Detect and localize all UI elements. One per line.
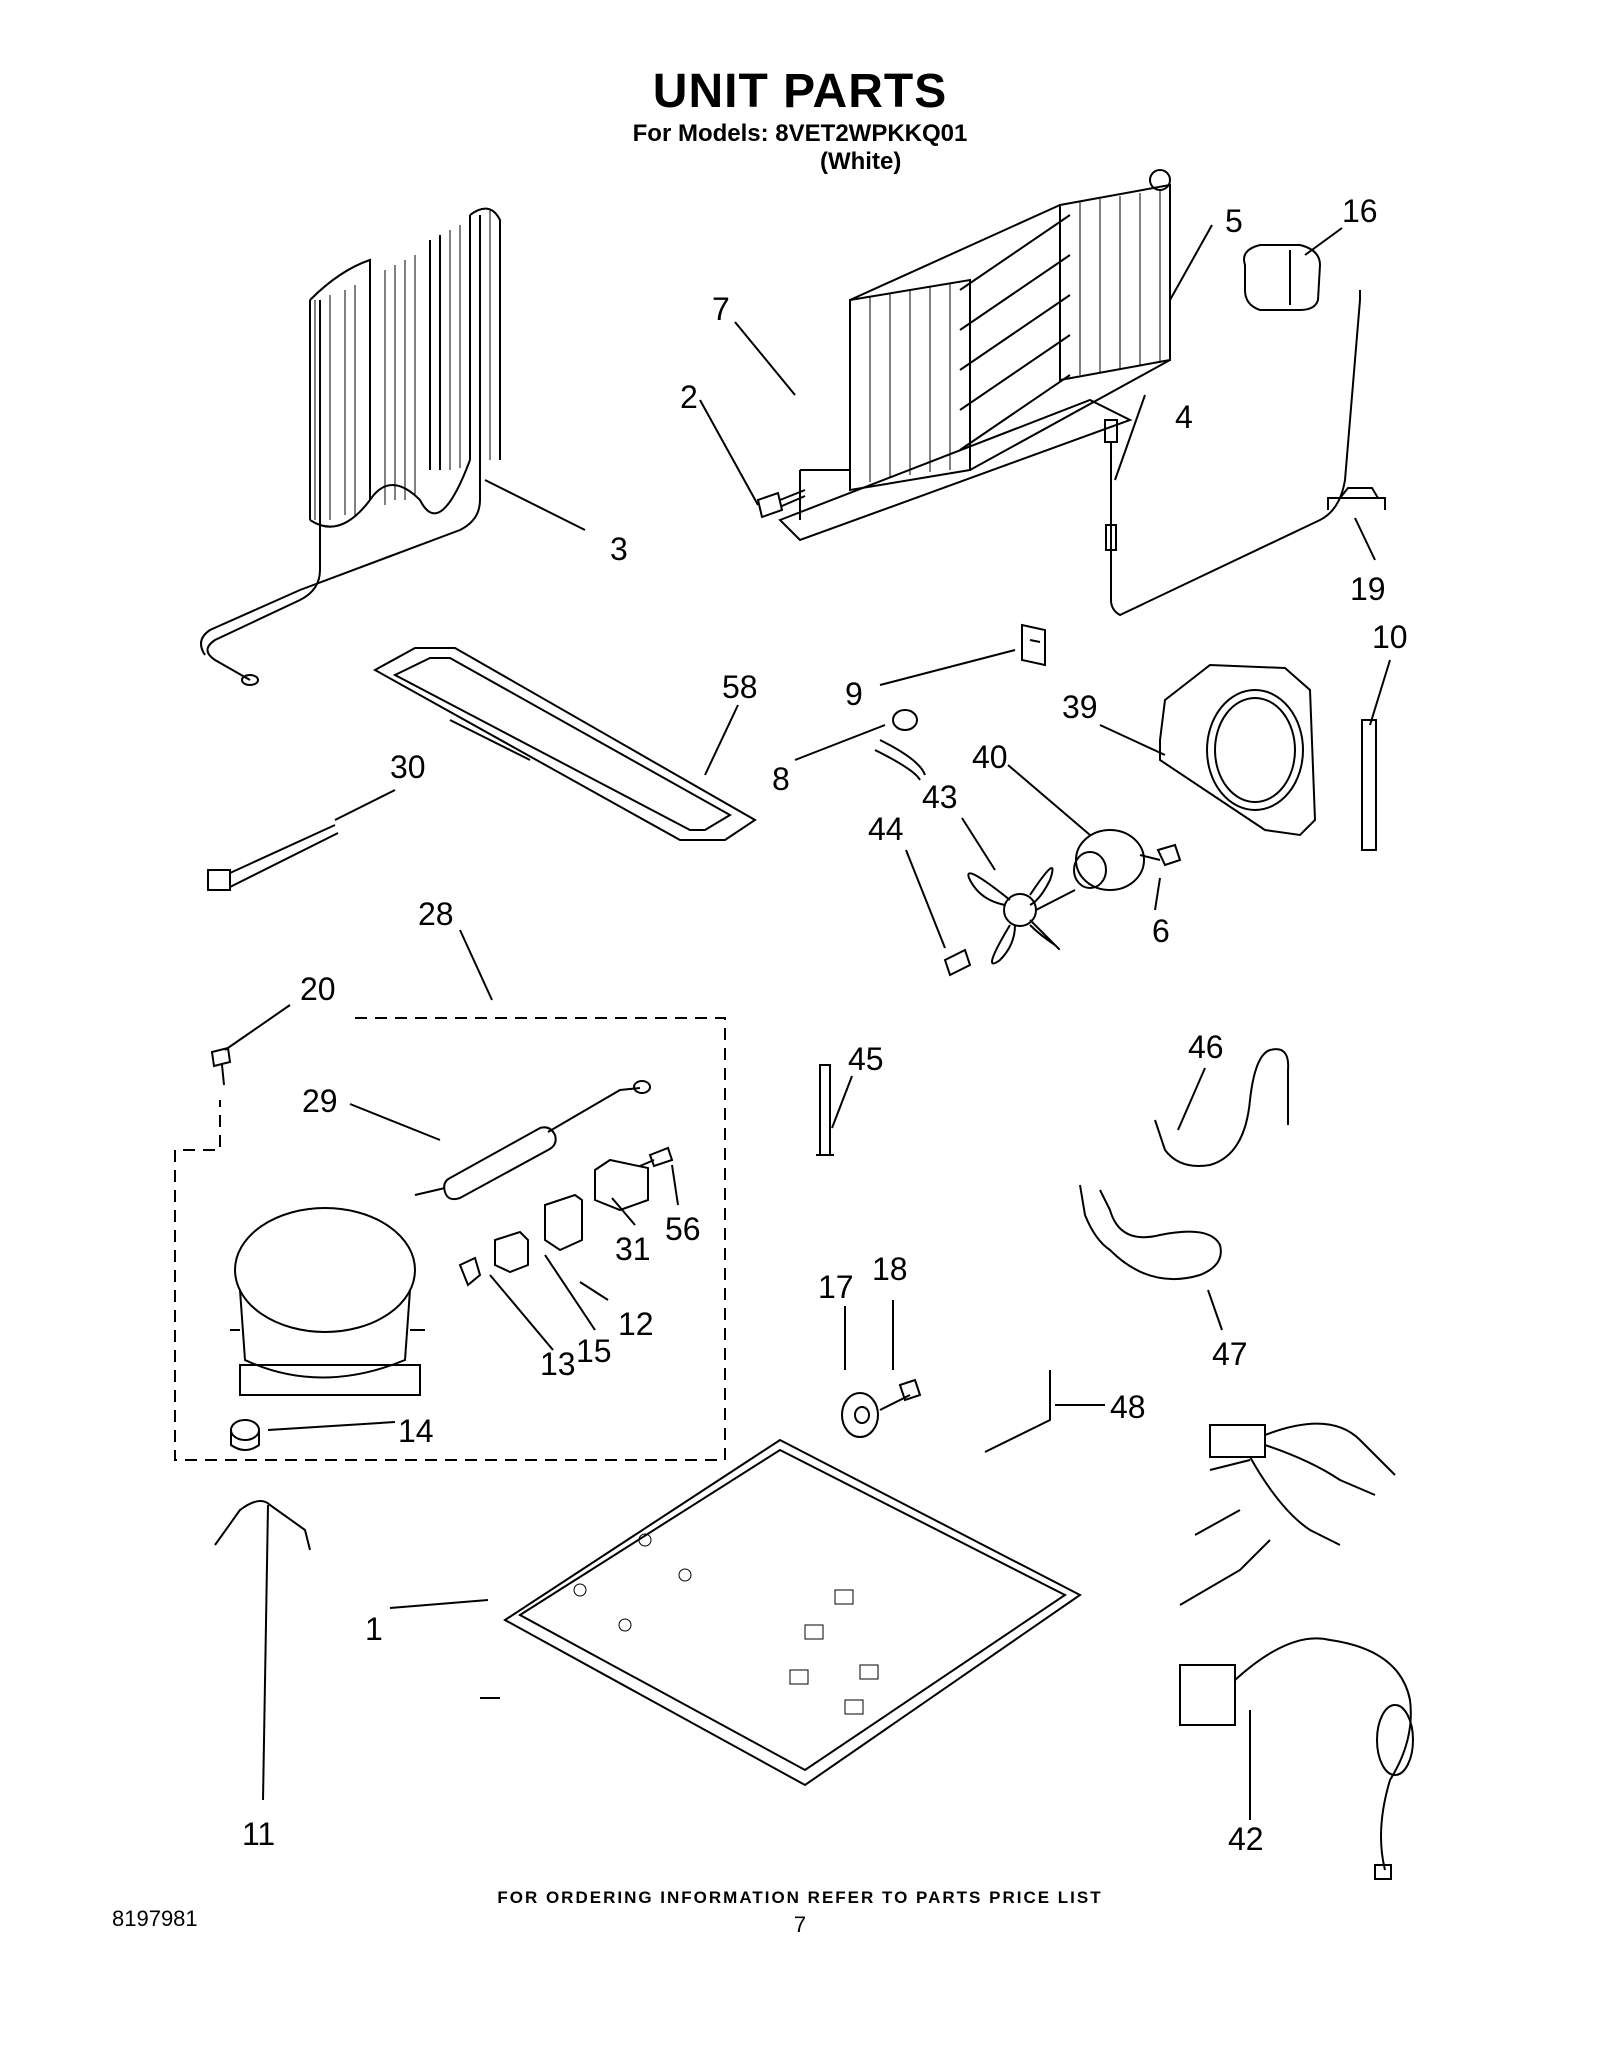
callout-5: 5 (1225, 203, 1243, 239)
callout-46: 46 (1188, 1029, 1224, 1065)
drier-drawing (414, 1080, 651, 1201)
tube-47-drawing (1079, 1184, 1222, 1281)
screw-drawing (756, 489, 806, 519)
screw-56-drawing (639, 1146, 674, 1168)
callout-8: 8 (772, 761, 790, 797)
compressor-drawing (230, 1207, 425, 1396)
callout-7: 7 (712, 291, 730, 327)
callout-30: 30 (390, 749, 426, 785)
wire-harness-drawing (1179, 1422, 1414, 1880)
leader-lines (224, 224, 1391, 1820)
callout-43: 43 (922, 779, 958, 815)
roller-drawing (841, 1378, 922, 1438)
callout-40: 40 (972, 739, 1008, 775)
callout-9: 9 (845, 676, 863, 712)
callout-48: 48 (1110, 1389, 1146, 1425)
fan-blade-drawing (943, 867, 1076, 977)
callout-44: 44 (868, 811, 904, 847)
ordering-note: FOR ORDERING INFORMATION REFER TO PARTS … (497, 1888, 1103, 1907)
callout-3: 3 (610, 531, 628, 567)
callout-16: 16 (1342, 193, 1378, 229)
clip-11-drawing (214, 1500, 311, 1551)
evaporator-drawing (778, 169, 1171, 542)
callout-29: 29 (302, 1083, 338, 1119)
callout-28: 28 (418, 896, 454, 932)
callout-14: 14 (398, 1413, 434, 1449)
fan-shroud-drawing (1159, 663, 1317, 837)
bracket-drawing (1021, 623, 1046, 667)
callout-15: 15 (576, 1333, 612, 1369)
callout-19: 19 (1350, 571, 1386, 607)
callout-47: 47 (1212, 1336, 1248, 1372)
callout-labels: 1 2 3 4 5 6 7 8 9 10 11 12 13 14 15 16 1… (242, 193, 1408, 1857)
page-title: UNIT PARTS (652, 65, 948, 118)
tube-48-drawing (984, 1370, 1051, 1453)
tube-46-drawing (1154, 1048, 1290, 1167)
callout-1: 1 (365, 1611, 383, 1647)
callout-20: 20 (300, 971, 336, 1007)
color-line: (White) (820, 148, 902, 175)
compressor-kit-box (174, 1017, 726, 1461)
clip-drawing (1327, 487, 1386, 510)
relay-components-drawing (458, 1158, 649, 1287)
base-plate-drawing (503, 1438, 1082, 1787)
callout-10: 10 (1372, 619, 1408, 655)
callout-58: 58 (722, 669, 758, 705)
post-drawing (816, 1064, 834, 1156)
models-line: For Models: 8VET2WPKKQ01 (632, 120, 968, 147)
callout-56: 56 (665, 1211, 701, 1247)
grommet-drawing (874, 709, 926, 781)
tape-strip-drawing (1361, 719, 1377, 851)
defrost-heater-drawing (1104, 290, 1361, 617)
callout-12: 12 (618, 1306, 654, 1342)
screw-20-drawing (210, 1046, 232, 1086)
callout-18: 18 (872, 1251, 908, 1287)
page-number: 7 (793, 1912, 807, 1937)
callout-45: 45 (848, 1041, 884, 1077)
compressor-grommet-drawing (230, 1419, 260, 1451)
drain-pan-drawing (372, 647, 757, 841)
callout-6: 6 (1152, 913, 1170, 949)
callout-2: 2 (680, 379, 698, 415)
callout-4: 4 (1175, 399, 1193, 435)
tie-strap-drawing (207, 824, 339, 891)
fan-motor-drawing (1073, 829, 1182, 891)
callout-17: 17 (818, 1269, 854, 1305)
sensor-cover-drawing (1243, 244, 1322, 311)
condenser-drawing (200, 207, 501, 686)
callout-11: 11 (242, 1816, 275, 1852)
document-number: 8197981 (112, 1906, 198, 1931)
callout-31: 31 (615, 1231, 651, 1267)
callout-13: 13 (540, 1346, 576, 1382)
callout-39: 39 (1062, 689, 1098, 725)
callout-42: 42 (1228, 1821, 1264, 1857)
